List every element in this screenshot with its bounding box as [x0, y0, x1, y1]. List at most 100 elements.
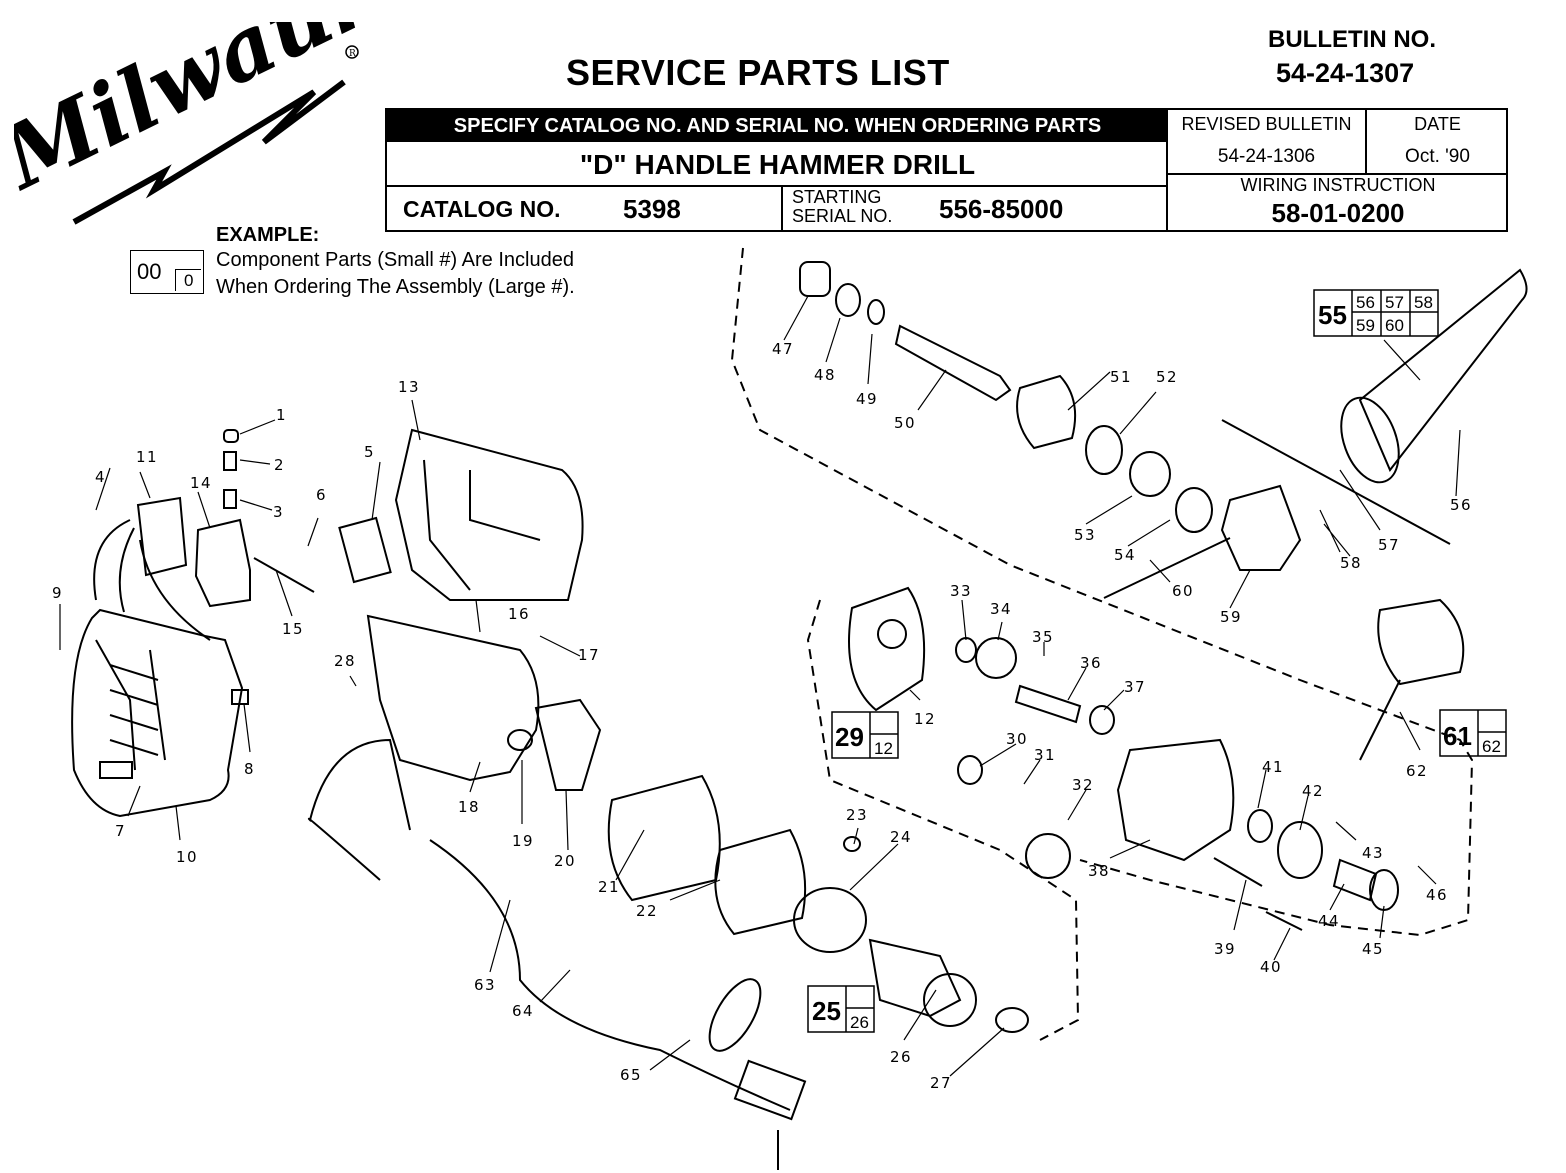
- callout-labels: 1 2 3 4 5 6 7 8 9 10 11 12 13 14 15 16 1…: [52, 340, 1472, 1092]
- switch-wires: [93, 519, 211, 641]
- divider: [781, 187, 783, 232]
- callout-20: 20: [554, 852, 576, 870]
- callout-56: 56: [1450, 496, 1472, 514]
- callout-47: 47: [772, 340, 794, 358]
- callout-2: 2: [274, 456, 285, 474]
- shaft-36: [1014, 684, 1082, 724]
- gearcase-boundary: [806, 599, 1080, 1041]
- callout-26: 26: [890, 1048, 912, 1066]
- gear-32: [1025, 833, 1071, 879]
- assembly-55-component-60: 60: [1385, 316, 1404, 335]
- callout-4: 4: [95, 468, 106, 486]
- specify-note: SPECIFY CATALOG NO. AND SERIAL NO. WHEN …: [387, 110, 1168, 142]
- handle-housing: [71, 608, 244, 818]
- example-assembly-box: 00 0: [130, 250, 204, 294]
- callout-16: 16: [508, 605, 530, 623]
- starting-serial-label-line2: SERIAL NO.: [792, 206, 893, 226]
- revised-bulletin-label: REVISED BULLETIN: [1181, 114, 1352, 134]
- callout-50: 50: [894, 414, 916, 432]
- callout-48: 48: [814, 366, 836, 384]
- starting-serial-number: 556-85000: [939, 194, 1064, 224]
- callout-39: 39: [1214, 940, 1236, 958]
- callout-65: 65: [620, 1066, 642, 1084]
- assembly-61-component: 62: [1482, 737, 1501, 756]
- starting-serial-label: STARTING SERIAL NO.: [792, 188, 892, 226]
- callout-35: 35: [1032, 628, 1054, 646]
- spring-2: [223, 451, 237, 471]
- gear-assembly-boundary: [730, 247, 1474, 937]
- header-table: SPECIFY CATALOG NO. AND SERIAL NO. WHEN …: [385, 108, 1508, 232]
- callout-9: 9: [52, 584, 63, 602]
- callout-6: 6: [316, 486, 327, 504]
- callout-32: 32: [1072, 776, 1094, 794]
- divider: [1365, 110, 1367, 174]
- catalog-label: CATALOG NO.: [403, 196, 561, 222]
- chuck: [1377, 598, 1465, 686]
- gear-34: [975, 637, 1017, 679]
- callout-49: 49: [856, 390, 878, 408]
- date-label: DATE: [1414, 114, 1461, 134]
- callout-15: 15: [282, 620, 304, 638]
- assembly-25-number: 25: [812, 996, 841, 1026]
- bearing-54: [1175, 487, 1213, 533]
- callout-54: 54: [1114, 546, 1136, 564]
- field-housing: [366, 614, 540, 782]
- callout-1: 1: [276, 406, 287, 424]
- callout-13: 13: [398, 378, 420, 396]
- assembly-25-component: 26: [850, 1013, 869, 1032]
- callout-5: 5: [364, 443, 375, 461]
- assembly-55-component-59: 59: [1356, 316, 1375, 335]
- callout-22: 22: [636, 902, 658, 920]
- callout-34: 34: [990, 600, 1012, 618]
- clamp-59: [1220, 484, 1302, 571]
- assembly-55-number: 55: [1318, 300, 1347, 330]
- callout-57: 57: [1378, 536, 1400, 554]
- callout-33: 33: [950, 582, 972, 600]
- callout-64: 64: [512, 1002, 534, 1020]
- assembly-29-component: 12: [874, 739, 893, 758]
- screw-40: [1265, 911, 1303, 931]
- wiring-instruction-number: 58-01-0200: [1271, 198, 1405, 228]
- callout-31: 31: [1034, 746, 1056, 764]
- divider: [1168, 173, 1508, 175]
- example-line-1: Component Parts (Small #) Are Included: [216, 249, 574, 271]
- bearing-47: [799, 261, 831, 297]
- shaft-15: [253, 557, 315, 593]
- revised-bulletin-number: 54-24-1306: [1217, 146, 1316, 167]
- cord-clamp: [708, 978, 762, 1052]
- assembly-55: [1313, 289, 1439, 337]
- bearing-30: [957, 755, 983, 785]
- callout-30: 30: [1006, 730, 1028, 748]
- callout-19: 19: [512, 832, 534, 850]
- callout-27: 27: [930, 1074, 952, 1092]
- receptacle-8: [231, 689, 249, 705]
- bearing-37: [1089, 705, 1115, 735]
- brush-holder: [338, 516, 392, 584]
- ring-41: [1247, 809, 1273, 843]
- callout-44: 44: [1318, 912, 1340, 930]
- callout-8: 8: [244, 760, 255, 778]
- callout-23: 23: [846, 806, 868, 824]
- example-big-number: 00: [137, 259, 162, 284]
- plug: [733, 1059, 807, 1121]
- washer-49: [867, 299, 885, 325]
- callout-3: 3: [273, 503, 284, 521]
- callout-62: 62: [1406, 762, 1428, 780]
- callout-52: 52: [1156, 368, 1178, 386]
- page-title: SERVICE PARTS LIST: [566, 52, 950, 93]
- callout-12: 12: [914, 710, 936, 728]
- ring-52: [1085, 425, 1123, 475]
- screw-1: [223, 429, 239, 443]
- bearing-33: [955, 637, 977, 663]
- callout-17: 17: [578, 646, 600, 664]
- starting-serial-label-line1: STARTING: [792, 187, 882, 207]
- spring-53: [1129, 451, 1171, 497]
- assembly-29-number: 29: [835, 722, 864, 752]
- nut-23: [843, 836, 861, 852]
- callout-63: 63: [474, 976, 496, 994]
- rod-57: [1221, 419, 1451, 545]
- screw-39: [1213, 857, 1263, 887]
- callout-60: 60: [1172, 582, 1194, 600]
- assembly-29: [831, 711, 899, 759]
- gear-case: [1116, 738, 1235, 862]
